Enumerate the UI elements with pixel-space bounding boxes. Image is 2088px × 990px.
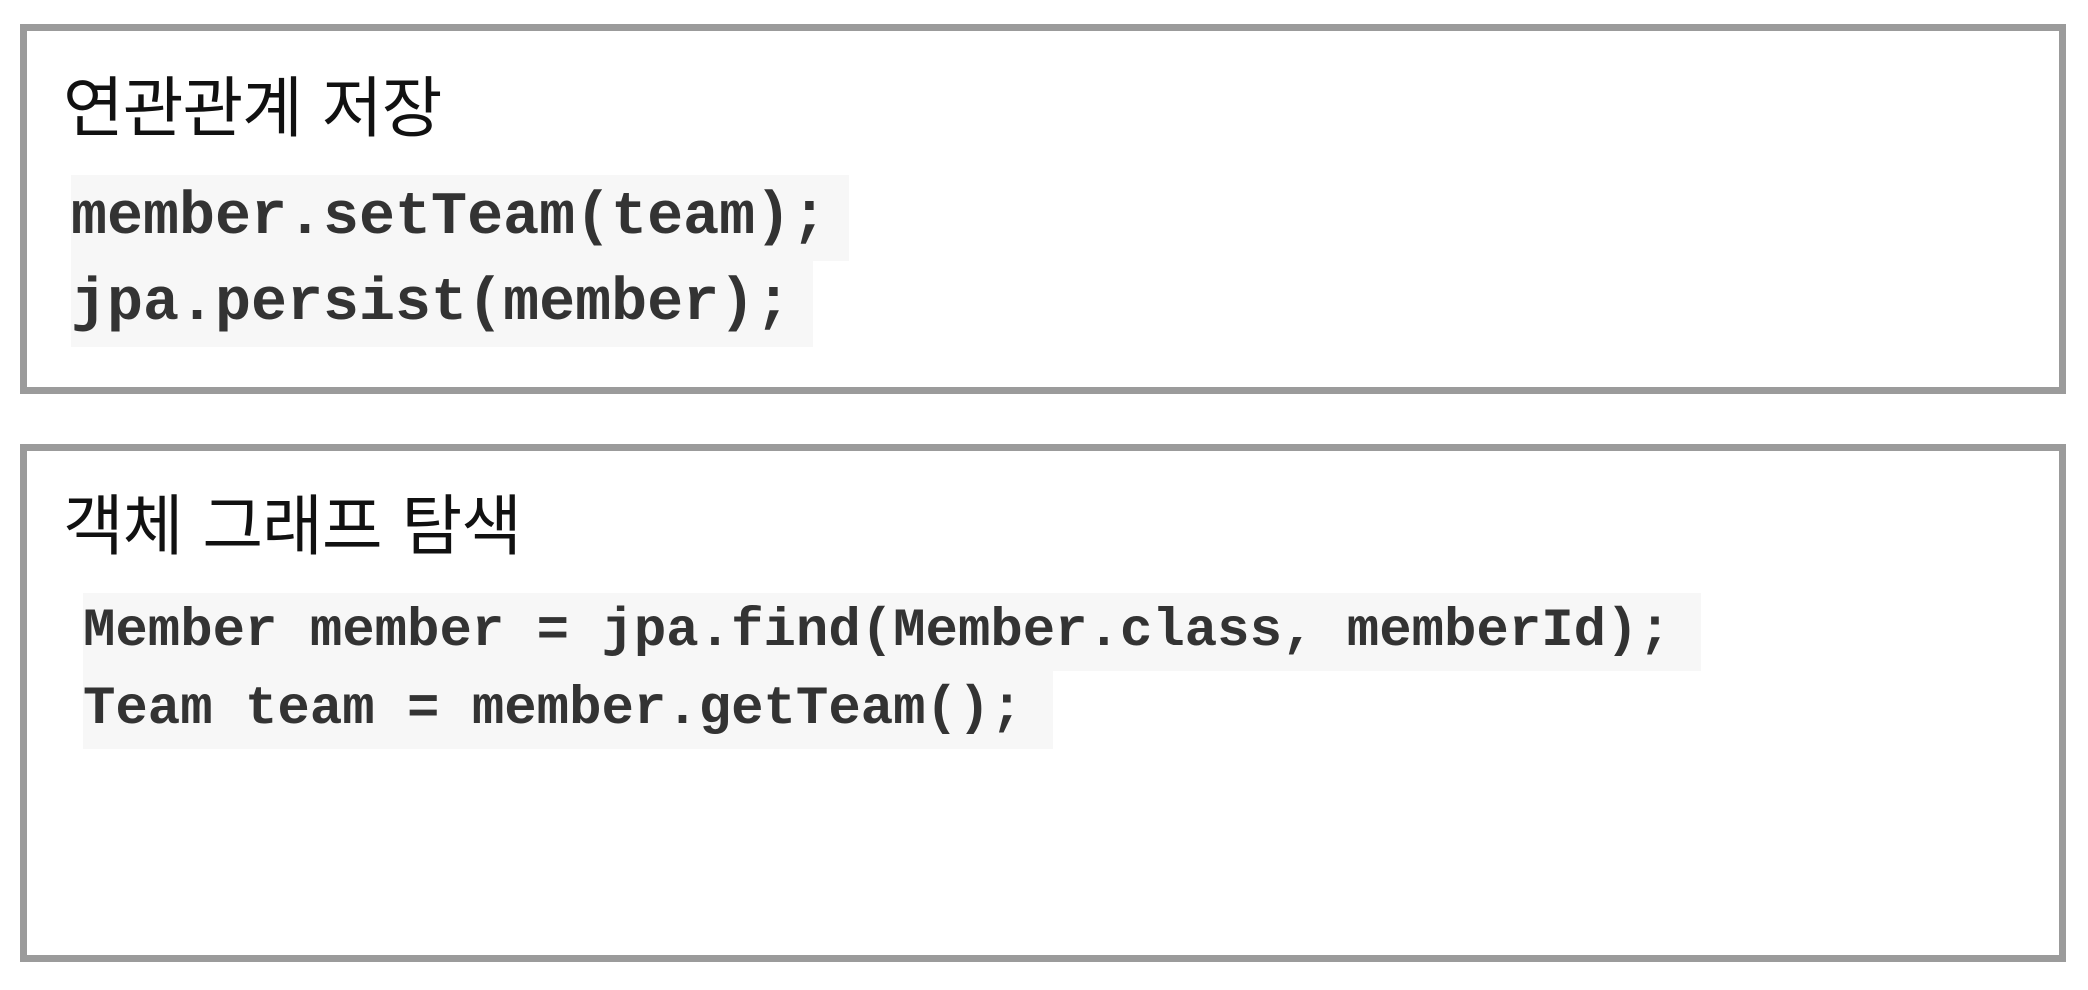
code-line: Member member = jpa.find(Member.class, m… [83,593,1701,671]
code-block: Member member = jpa.find(Member.class, m… [83,593,1701,749]
save-relationship-panel: 연관관계 저장 member.setTeam(team);jpa.persist… [20,24,2066,394]
code-block: member.setTeam(team);jpa.persist(member)… [71,175,850,347]
code-line: member.setTeam(team); [71,175,850,261]
code-line: jpa.persist(member); [71,261,814,347]
panel-title: 연관관계 저장 [63,70,442,147]
panel-title: 객체 그래프 탐색 [63,488,522,565]
object-graph-navigation-panel: 객체 그래프 탐색 Member member = jpa.find(Membe… [20,444,2066,962]
code-line: Team team = member.getTeam(); [83,671,1053,749]
